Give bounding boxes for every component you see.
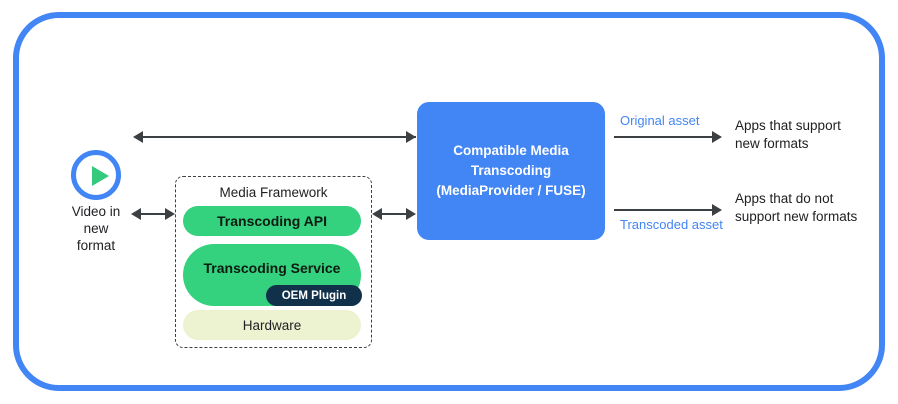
arrow-original-asset-line	[614, 136, 716, 138]
play-triangle-icon	[92, 166, 109, 186]
outer-frame-border	[13, 12, 885, 391]
play-circle-icon	[71, 150, 121, 200]
arrow-transcoded-asset-head	[712, 204, 722, 216]
arrow-framework-to-cmt-head-right	[406, 208, 416, 220]
arrow-video-to-framework-line	[140, 213, 170, 215]
badge-oem-plugin[interactable]: OEM Plugin	[266, 285, 362, 306]
layer-transcoding-api[interactable]: Transcoding API	[183, 206, 361, 236]
layer-transcoding-api-label: Transcoding API	[217, 213, 327, 229]
consumer-apps-not-supported-label: Apps that do not support new formats	[735, 191, 858, 224]
video-source-caption: Video in new format	[71, 204, 121, 253]
arrow-video-to-cmt-head-left	[133, 131, 143, 143]
badge-oem-plugin-label: OEM Plugin	[281, 289, 347, 302]
arrow-video-to-cmt-line	[142, 136, 416, 138]
arrow-video-to-framework-head-left	[131, 208, 141, 220]
arrow-transcoded-asset-line	[614, 209, 716, 211]
arrow-video-to-framework-head-right	[165, 208, 175, 220]
layer-transcoding-service-label: Transcoding Service	[203, 260, 341, 276]
arrow-framework-to-cmt-head-left	[372, 208, 382, 220]
arrow-original-asset-head	[712, 131, 722, 143]
edge-label-original-asset: Original asset	[620, 113, 700, 128]
compatible-media-transcoding-box[interactable]: Compatible Media Transcoding (MediaProvi…	[417, 102, 605, 240]
compatible-media-transcoding-label: Compatible Media Transcoding (MediaProvi…	[436, 143, 586, 198]
arrow-framework-to-cmt-line	[381, 213, 411, 215]
media-framework-container: Media Framework	[175, 176, 372, 348]
edge-label-transcoded-asset: Transcoded asset	[620, 217, 723, 232]
arrow-video-to-cmt-head-right	[406, 131, 416, 143]
consumer-apps-supported-label: Apps that support new formats	[735, 118, 841, 151]
media-framework-title: Media Framework	[219, 185, 328, 200]
layer-hardware-label: Hardware	[242, 317, 302, 333]
layer-hardware[interactable]: Hardware	[183, 310, 361, 340]
